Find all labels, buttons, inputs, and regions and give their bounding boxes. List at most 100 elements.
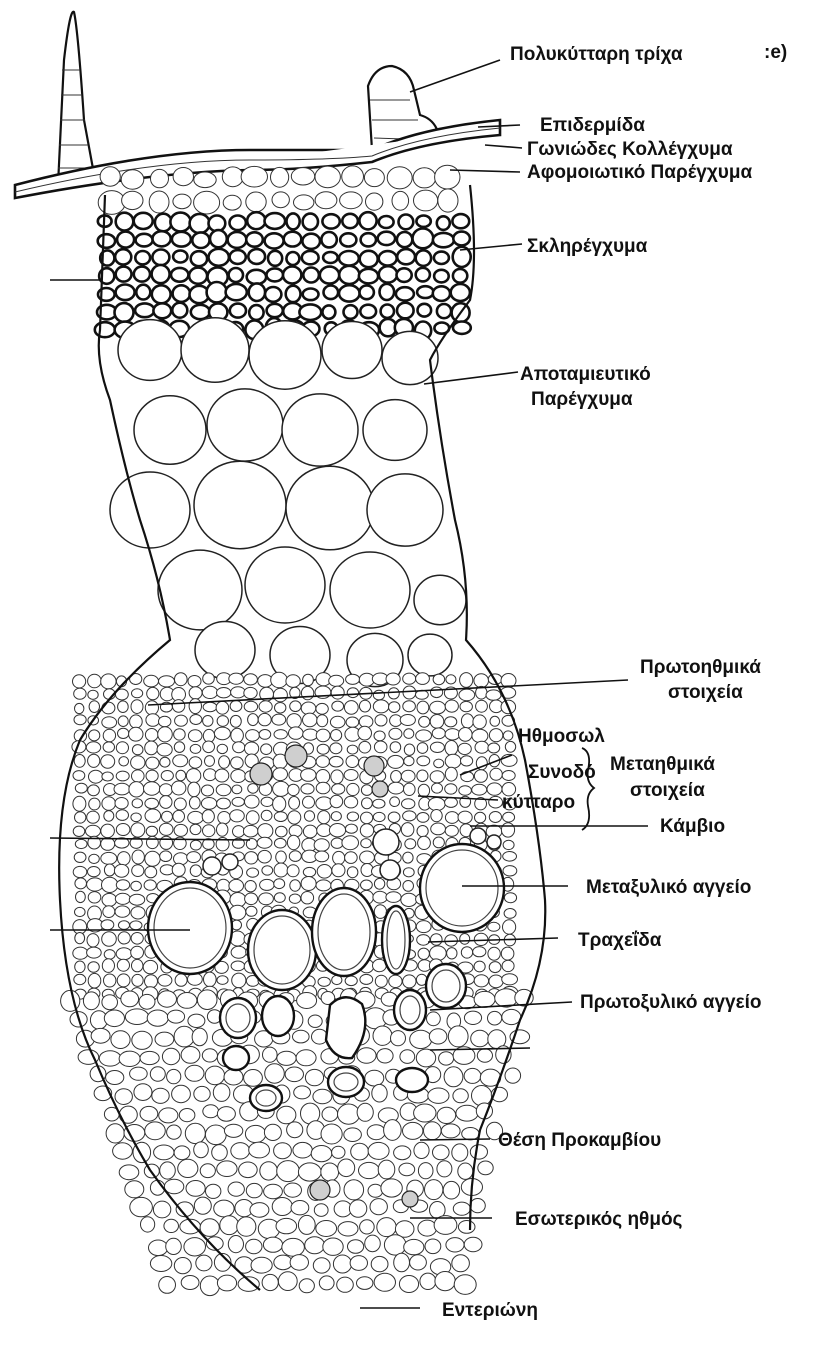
- pith-cell: [495, 989, 518, 1007]
- sclerenchyma-cell: [246, 232, 263, 246]
- metaphloem-brace: [582, 748, 594, 830]
- pith-cell: [102, 995, 118, 1010]
- vascular-tissue-cell: [102, 959, 114, 973]
- vascular-tissue-cell: [74, 715, 86, 725]
- vascular-tissue-cell: [229, 673, 244, 684]
- sclerenchyma-cell: [416, 268, 430, 282]
- vascular-tissue-cell: [418, 836, 431, 849]
- vascular-tissue-cell: [331, 838, 343, 848]
- pith-cell: [265, 1064, 285, 1083]
- vascular-tissue-cell: [159, 823, 173, 835]
- pith-cell: [477, 1049, 492, 1063]
- vascular-tissue-cell: [460, 673, 473, 688]
- vascular-tissue-cell: [329, 756, 343, 767]
- pith-cell: [264, 1124, 281, 1140]
- sclerenchyma-cell: [342, 214, 358, 228]
- pith-cell: [231, 1143, 250, 1159]
- vascular-tissue-cell: [114, 783, 130, 795]
- vascular-tissue-cell: [474, 770, 487, 783]
- vascular-tissue-cell: [189, 797, 200, 809]
- sclerenchyma-cell: [360, 285, 374, 299]
- pith-cell: [472, 1086, 492, 1106]
- vascular-tissue-cell: [175, 974, 187, 986]
- vascular-tissue-cell: [404, 756, 414, 765]
- vascular-tissue-cell: [243, 825, 258, 837]
- vascular-tissue-cell: [417, 743, 428, 754]
- vascular-tissue-cell: [389, 975, 402, 987]
- vascular-tissue-cell: [174, 798, 186, 810]
- pith-cell: [125, 1009, 148, 1025]
- sclerenchyma-cell: [413, 229, 434, 249]
- pith-cell: [299, 1279, 314, 1293]
- parenchyma-cell: [222, 167, 243, 187]
- parenchyma-cell: [364, 169, 384, 187]
- vascular-tissue-cell: [157, 743, 172, 756]
- pith-cell: [291, 1201, 309, 1215]
- vascular-tissue-cell: [161, 771, 173, 781]
- vascular-tissue-cell: [359, 700, 370, 712]
- sclerenchyma-cell: [339, 266, 359, 284]
- vascular-tissue-cell: [316, 756, 329, 768]
- pith-cell: [357, 1103, 373, 1121]
- vascular-tissue-cell: [145, 975, 158, 988]
- vascular-tissue-cell: [504, 909, 516, 919]
- vascular-tissue-cell: [86, 742, 100, 753]
- pith-cell: [437, 1107, 456, 1123]
- vascular-tissue-cell: [416, 921, 431, 933]
- vascular-tissue-cell: [73, 675, 86, 688]
- pith-cell: [185, 1123, 205, 1143]
- pith-cell: [153, 1201, 170, 1218]
- sclerenchyma-cell: [249, 283, 265, 301]
- vascular-tissue-cell: [344, 796, 357, 808]
- vascular-tissue-cell: [230, 701, 242, 712]
- pith-cell: [316, 1221, 337, 1237]
- sclerenchyma-cell: [98, 234, 115, 248]
- pith-cell: [443, 1181, 459, 1199]
- vascular-tissue-cell: [145, 851, 160, 866]
- pith-cell: [119, 1051, 140, 1066]
- vascular-tissue-cell: [391, 771, 402, 783]
- vascular-tissue-cell: [474, 975, 488, 987]
- pith-cell: [205, 1066, 224, 1085]
- vascular-tissue-cell: [203, 716, 213, 727]
- vascular-tissue-cell: [244, 687, 257, 698]
- storage-parenchyma-cell: [367, 474, 443, 546]
- vascular-tissue-cell: [73, 796, 86, 811]
- vascular-tissue-cell: [461, 714, 473, 728]
- parenchyma-cell: [121, 170, 144, 189]
- pith-cell: [186, 1181, 205, 1197]
- vascular-tissue-cell: [428, 798, 445, 811]
- pith-cell: [470, 1199, 485, 1213]
- vascular-tissue-cell: [201, 798, 216, 810]
- vascular-tissue-cell: [132, 799, 142, 808]
- storage-parenchyma-cell: [282, 394, 358, 466]
- vascular-tissue-cell: [144, 880, 156, 890]
- vascular-tissue-cell: [74, 852, 86, 862]
- vascular-tissue-cell: [274, 879, 285, 889]
- label-companion-cell-1: Συνοδό: [528, 762, 596, 783]
- vascular-tissue-cell: [472, 729, 488, 742]
- sclerenchyma-cell: [320, 267, 339, 284]
- vascular-tissue-cell: [362, 798, 373, 809]
- vascular-tissue-cell: [159, 784, 172, 796]
- vascular-tissue-cell: [347, 812, 358, 821]
- pith-cell: [349, 1200, 366, 1217]
- vascular-tissue-cell: [331, 770, 343, 784]
- pith-cell: [159, 1277, 176, 1294]
- pith-cell: [181, 1276, 199, 1290]
- vascular-tissue-cell: [487, 783, 502, 795]
- vascular-tissue-cell: [248, 784, 258, 794]
- sclerenchyma-cell: [95, 322, 115, 337]
- pith-cell: [367, 1125, 385, 1140]
- vascular-tissue-cell: [231, 757, 244, 769]
- pith-cell: [188, 1014, 205, 1027]
- sclerenchyma-cell: [286, 286, 301, 302]
- vascular-tissue-cell: [288, 811, 301, 824]
- vascular-tissue-cell: [287, 865, 299, 877]
- vascular-tissue-cell: [131, 933, 143, 945]
- vascular-tissue-cell: [230, 810, 245, 822]
- vascular-tissue-cell: [417, 756, 430, 766]
- pith-cell: [400, 1050, 415, 1064]
- vascular-tissue-cell: [219, 756, 230, 769]
- sclerenchyma-cell: [172, 303, 187, 318]
